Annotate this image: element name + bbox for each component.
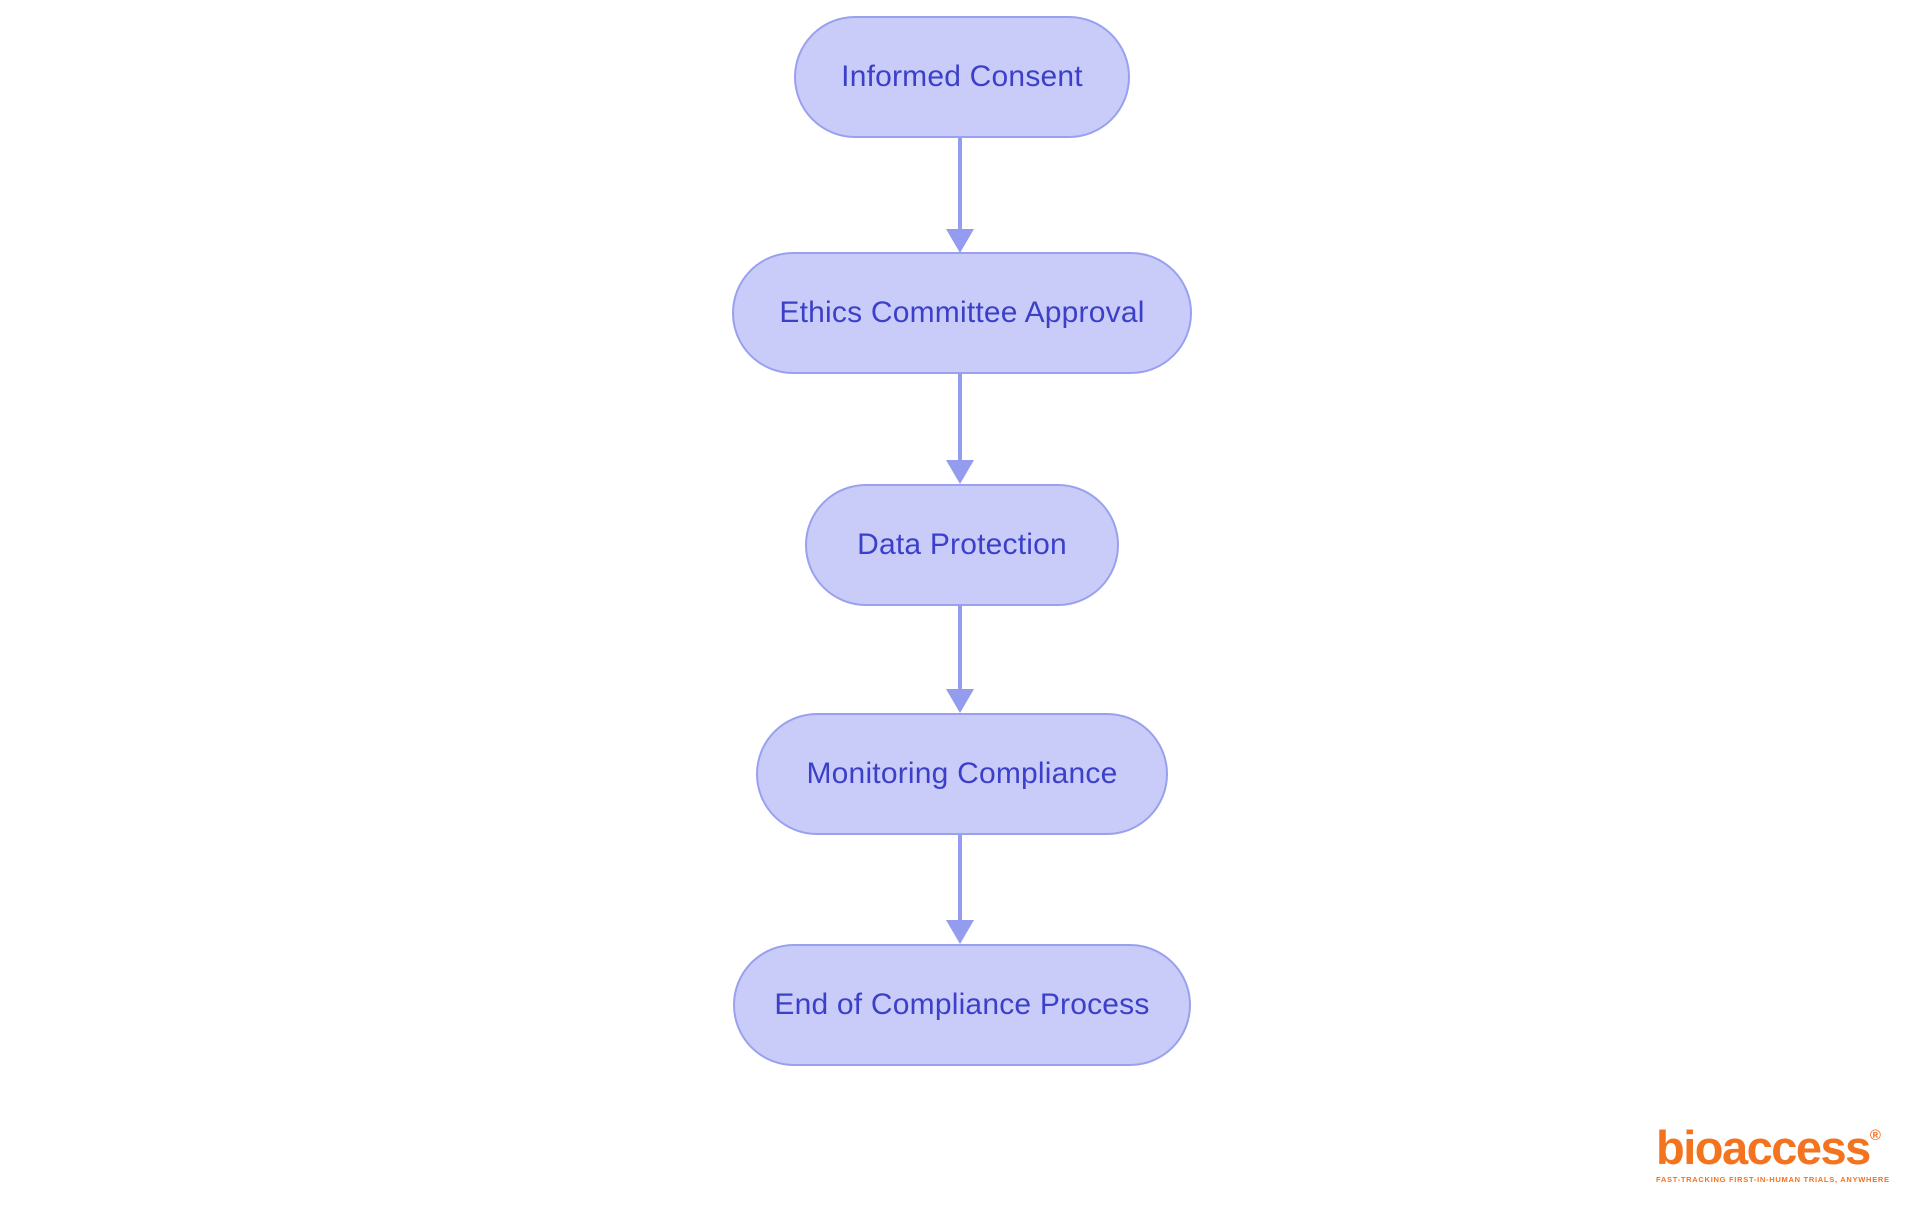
arrow-down-icon [946,374,974,484]
node-label: Data Protection [857,528,1067,561]
arrowhead-icon [946,229,974,253]
flow-node-end-of-compliance-process: End of Compliance Process [733,944,1191,1066]
node-label: Monitoring Compliance [806,757,1118,790]
node-label: Ethics Committee Approval [779,296,1145,329]
node-label: End of Compliance Process [774,988,1150,1021]
logo-wordmark: bioaccess® [1656,1124,1896,1171]
arrow-stem [958,606,962,693]
node-label: Informed Consent [841,60,1083,93]
flow-node-informed-consent: Informed Consent [794,16,1130,138]
arrowhead-icon [946,689,974,713]
flow-node-ethics-committee-approval: Ethics Committee Approval [732,252,1192,374]
arrow-down-icon [946,835,974,944]
arrow-stem [958,835,962,924]
arrow-down-icon [946,606,974,713]
registered-trademark-icon: ® [1869,1127,1881,1144]
logo-text: bioaccess [1656,1121,1871,1174]
arrow-stem [958,374,962,464]
flow-node-data-protection: Data Protection [805,484,1119,606]
arrow-down-icon [946,138,974,253]
bioaccess-logo: bioaccess® FAST-TRACKING FIRST-IN-HUMAN … [1656,1124,1896,1184]
arrow-stem [958,138,962,233]
arrowhead-icon [946,920,974,944]
arrowhead-icon [946,460,974,484]
logo-tagline: FAST-TRACKING FIRST-IN-HUMAN TRIALS, ANY… [1656,1175,1890,1184]
flow-node-monitoring-compliance: Monitoring Compliance [756,713,1168,835]
